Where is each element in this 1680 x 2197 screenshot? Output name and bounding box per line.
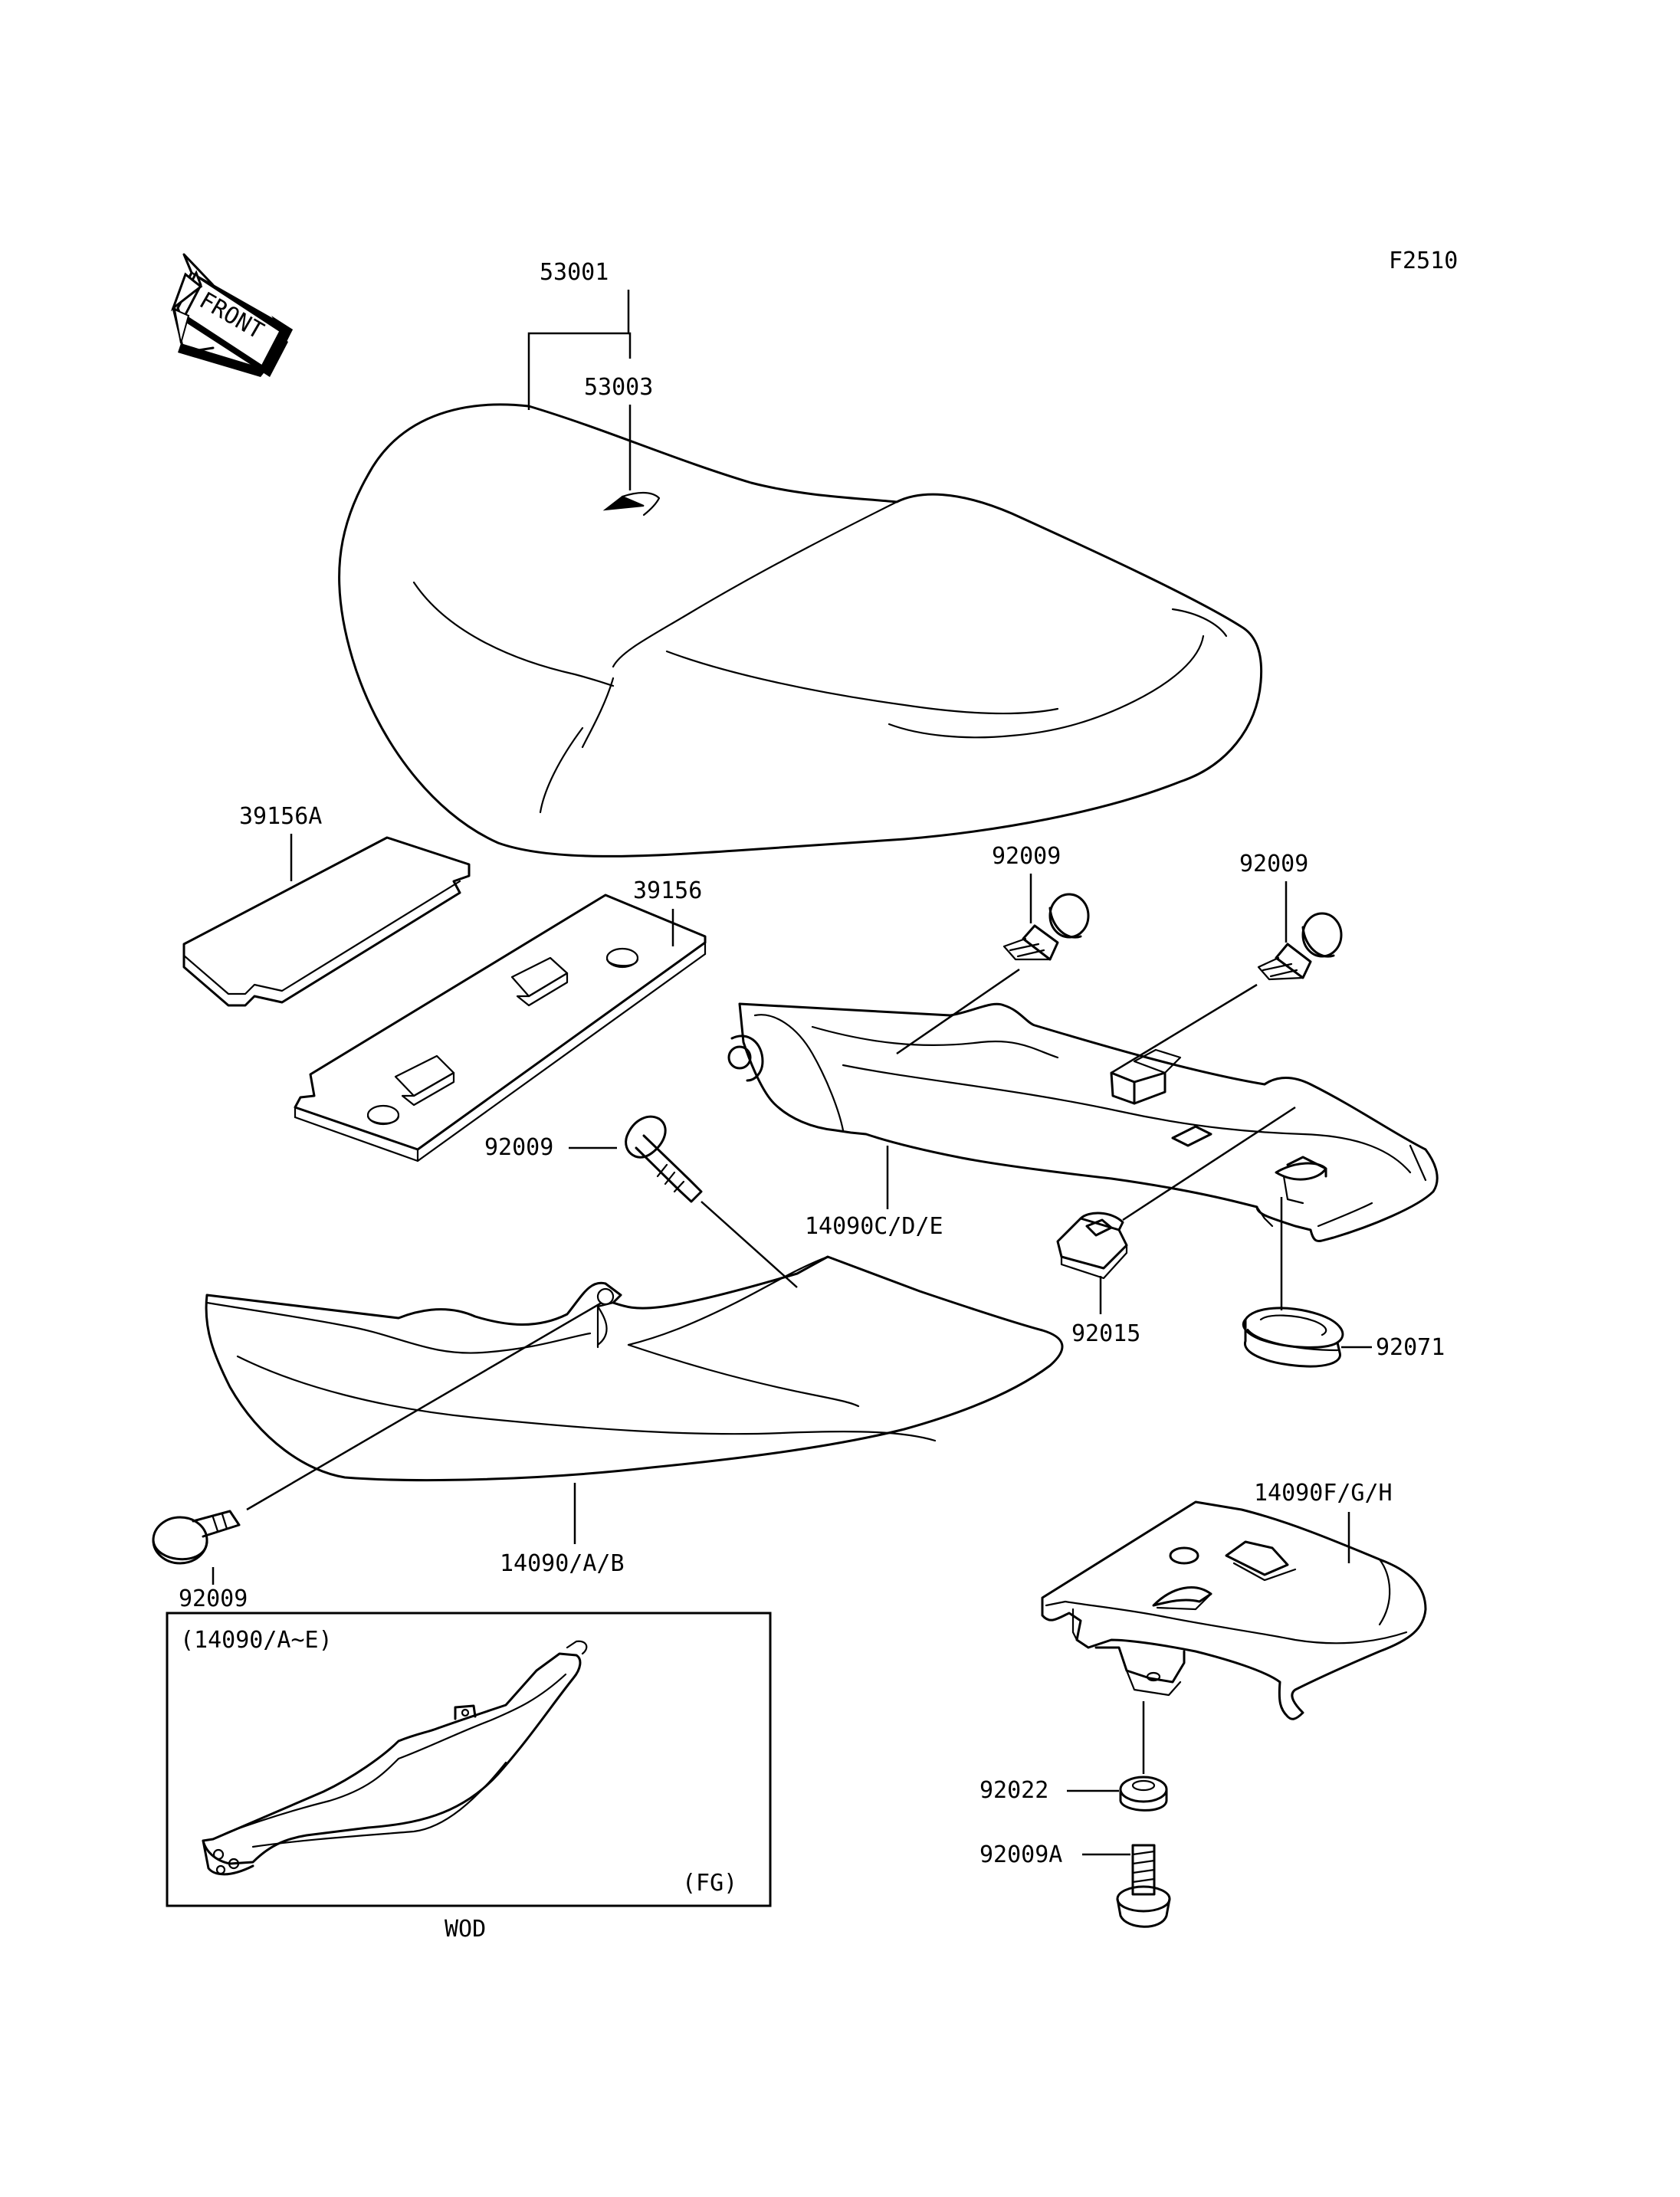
label-92071: 92071 xyxy=(1376,1334,1445,1361)
inset-title: (14090/A~E) xyxy=(180,1627,333,1654)
side-cover-front-14090 xyxy=(205,1255,1064,1482)
label-14090f: 14090F/G/H xyxy=(1254,1480,1393,1507)
bolt-icon xyxy=(1116,1844,1171,1928)
label-92009-b: 92009 xyxy=(1239,851,1308,877)
label-92009-c: 92009 xyxy=(484,1134,553,1161)
label-92009-d: 92009 xyxy=(179,1585,248,1612)
bolt-icon xyxy=(625,1115,703,1203)
front-arrow-icon xyxy=(170,253,293,377)
label-39156a: 39156A xyxy=(239,803,322,830)
damper-92022 xyxy=(1119,1776,1168,1812)
seat-pad-39156a xyxy=(182,836,471,1007)
inset-note: (FG) xyxy=(682,1870,737,1897)
bolt-icon xyxy=(152,1510,241,1565)
diagram-code: F2510 xyxy=(1389,248,1458,274)
tail-cover-14090f xyxy=(1041,1500,1427,1720)
inset-side-cover xyxy=(202,1640,588,1876)
side-cover-rear-14090c xyxy=(727,1002,1439,1242)
label-92009a: 92009A xyxy=(979,1841,1062,1868)
label-39156: 39156 xyxy=(633,877,702,904)
clip-nut-92015 xyxy=(1056,1212,1128,1280)
label-53001: 53001 xyxy=(540,259,609,286)
inset-panel xyxy=(166,1612,772,1907)
label-92009-a: 92009 xyxy=(992,843,1061,870)
label-14090c: 14090C/D/E xyxy=(805,1213,943,1240)
seat-plate-39156 xyxy=(294,894,707,1162)
label-53003: 53003 xyxy=(584,374,653,401)
bolt-icon xyxy=(1257,912,1343,981)
inset-caption: WOD xyxy=(445,1916,486,1943)
label-92022: 92022 xyxy=(979,1777,1048,1804)
grommet-92071 xyxy=(1242,1307,1344,1368)
bolt-icon xyxy=(1002,893,1090,961)
label-14090: 14090/A/B xyxy=(500,1550,625,1577)
label-92015: 92015 xyxy=(1071,1320,1140,1347)
seat-53001 xyxy=(338,403,1263,857)
